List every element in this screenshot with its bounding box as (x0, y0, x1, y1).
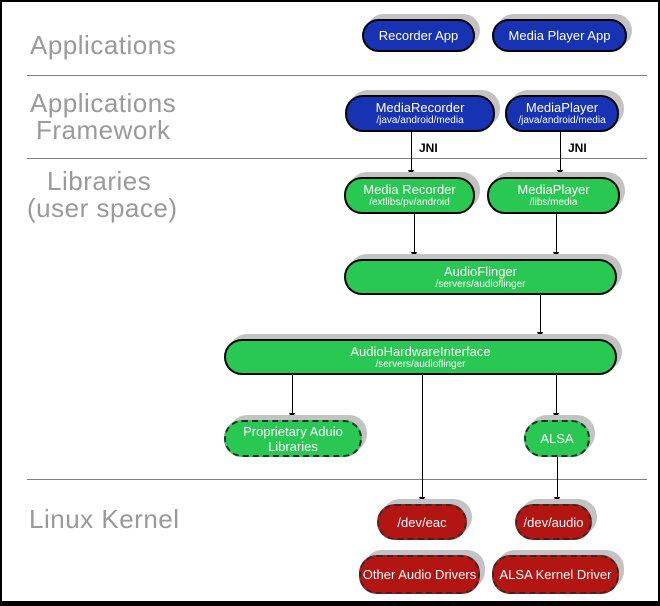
arrow-alsa-to-dev-audio (554, 457, 560, 504)
node-dev-audio: /dev/audio (515, 504, 592, 540)
layer-label-line: Libraries (47, 166, 152, 196)
node-media-recorder-lib: Media Recorder /extlibs/pv/android (344, 177, 475, 214)
divider-libraries-kernel (27, 479, 647, 480)
node-media-player-app: Media Player App (492, 19, 627, 52)
node-title: MediaPlayer (525, 100, 599, 115)
node-title: MediaRecorder (375, 100, 465, 115)
layer-label-applications: Applications (30, 32, 176, 59)
layer-label-line: Linux Kernel (29, 504, 180, 534)
node-alsa: ALSA (524, 420, 590, 457)
node-subtitle: /libs/media (529, 197, 578, 208)
node-subtitle: /java/android/media (376, 115, 464, 126)
arrow-mediaplayer-lib-to-audioflinger (553, 214, 559, 259)
node-title: Proprietary Aduio Libraries (243, 423, 343, 454)
node-mediarecorder-framework: MediaRecorder /java/android/media (345, 95, 495, 132)
node-title: /dev/eac (397, 514, 447, 530)
layer-label-line: Applications (30, 30, 177, 60)
node-subtitle: /java/android/media (518, 115, 606, 126)
jni-label-left: JNI (419, 141, 438, 155)
node-title: AudioFlinger (444, 263, 517, 279)
node-title: Recorder App (378, 28, 459, 43)
layer-label-libraries: Libraries (user space) (27, 168, 178, 222)
node-subtitle: /extlibs/pv/android (369, 197, 450, 208)
node-title: Media Recorder (363, 182, 456, 197)
node-subtitle: /servers/audioflinger (435, 278, 526, 290)
node-subtitle: /servers/audioflinger (375, 358, 466, 370)
node-audiohardwareinterface: AudioHardwareInterface /servers/audiofli… (224, 339, 617, 375)
node-title: MediaPlayer (517, 182, 590, 197)
arrow-mediaplayer-fw-to-lib (557, 132, 563, 177)
node-alsa-kernel-driver: ALSA Kernel Driver (492, 555, 619, 594)
arrow-audioflinger-to-audiohardwareinterface (537, 295, 543, 339)
node-mediaplayer-framework: MediaPlayer /java/android/media (505, 95, 619, 132)
node-title: /dev/audio (523, 514, 584, 530)
node-other-audio-drivers: Other Audio Drivers (359, 555, 480, 594)
node-recorder-app: Recorder App (362, 19, 475, 52)
arrow-mediarecorder-lib-to-audioflinger (411, 214, 417, 259)
layer-label-linux-kernel: Linux Kernel (29, 506, 180, 533)
node-proprietary-audio-libraries: Proprietary Aduio Libraries (224, 420, 362, 457)
divider-framework-libraries (27, 158, 647, 159)
node-mediaplayer-lib: MediaPlayer /libs/media (487, 177, 620, 214)
jni-label-right: JNI (568, 141, 587, 155)
divider-applications-framework (27, 75, 647, 76)
node-title: Other Audio Drivers (362, 567, 477, 582)
layer-label-line: (user space) (27, 193, 178, 223)
node-title: Media Player App (508, 28, 611, 43)
node-title: ALSA Kernel Driver (499, 567, 612, 582)
node-title: ALSA (540, 431, 574, 446)
layer-label-line: Applications (30, 88, 177, 118)
arrow-mediarecorder-fw-to-lib (408, 132, 414, 177)
node-title: AudioHardwareInterface (350, 343, 491, 359)
arrow-ahi-to-alsa (553, 375, 559, 420)
node-dev-eac: /dev/eac (377, 504, 467, 540)
layer-label-applications-framework: Applications Framework (30, 90, 176, 144)
layer-label-line: Framework (36, 115, 171, 145)
arrow-ahi-to-dev-eac (419, 375, 425, 504)
arrow-ahi-to-proprietary-libs (289, 375, 295, 420)
node-audioflinger: AudioFlinger /servers/audioflinger (344, 259, 617, 295)
